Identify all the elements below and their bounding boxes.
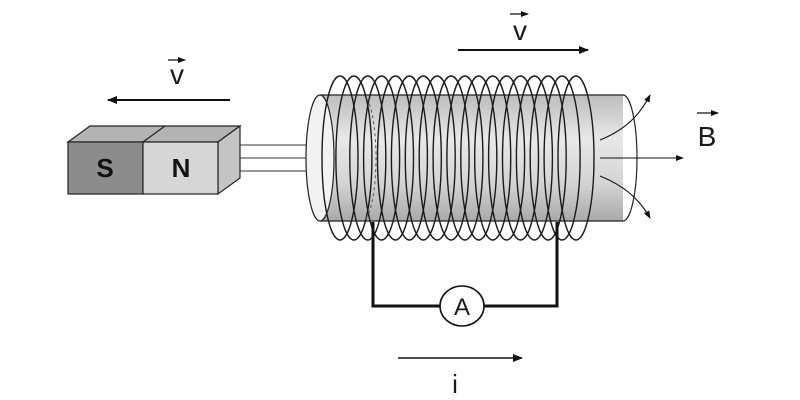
coil-turn [335, 75, 373, 241]
coil-turn [501, 75, 540, 241]
coil-velocity-vector: v [458, 11, 589, 54]
coil-turn [376, 75, 415, 241]
coil-turn [349, 75, 387, 241]
coil-turn [529, 75, 567, 241]
current-label: i [452, 369, 458, 399]
coil-turn [418, 75, 456, 241]
coil-cylinder [305, 94, 638, 222]
coil-turn [321, 75, 359, 241]
circuit-wire [371, 222, 559, 308]
emerging-field-lines [599, 94, 684, 219]
north-pole-label: N [172, 153, 191, 183]
coil-turn [557, 75, 595, 241]
south-pole-label: S [96, 153, 113, 183]
cylinder-inner-edge [361, 94, 377, 222]
coil-turn [515, 75, 554, 241]
coil-turn [362, 75, 401, 241]
coil-velocity-label: v [513, 15, 527, 46]
magnetic-field-label: B [698, 121, 717, 152]
bar-magnet: S N [66, 124, 242, 196]
current-vector: i [398, 354, 523, 399]
magnet-north-face [142, 141, 219, 195]
magnet-velocity-label: v [170, 59, 184, 90]
coil-turn [390, 75, 429, 241]
magnet-south-face [67, 141, 144, 195]
coil-turn [543, 75, 581, 241]
ammeter: A [439, 285, 485, 327]
coil-turn [446, 75, 484, 241]
coil-turn [460, 75, 498, 241]
coil-turn [404, 75, 442, 241]
magnet-velocity-vector: v [107, 57, 230, 104]
coil-turn [487, 75, 526, 241]
ammeter-label: A [454, 294, 470, 321]
coil-windings [321, 75, 595, 241]
coil-turn [474, 75, 512, 241]
coil-turn [432, 75, 470, 241]
magnetic-field-vector-label: B [697, 110, 719, 152]
